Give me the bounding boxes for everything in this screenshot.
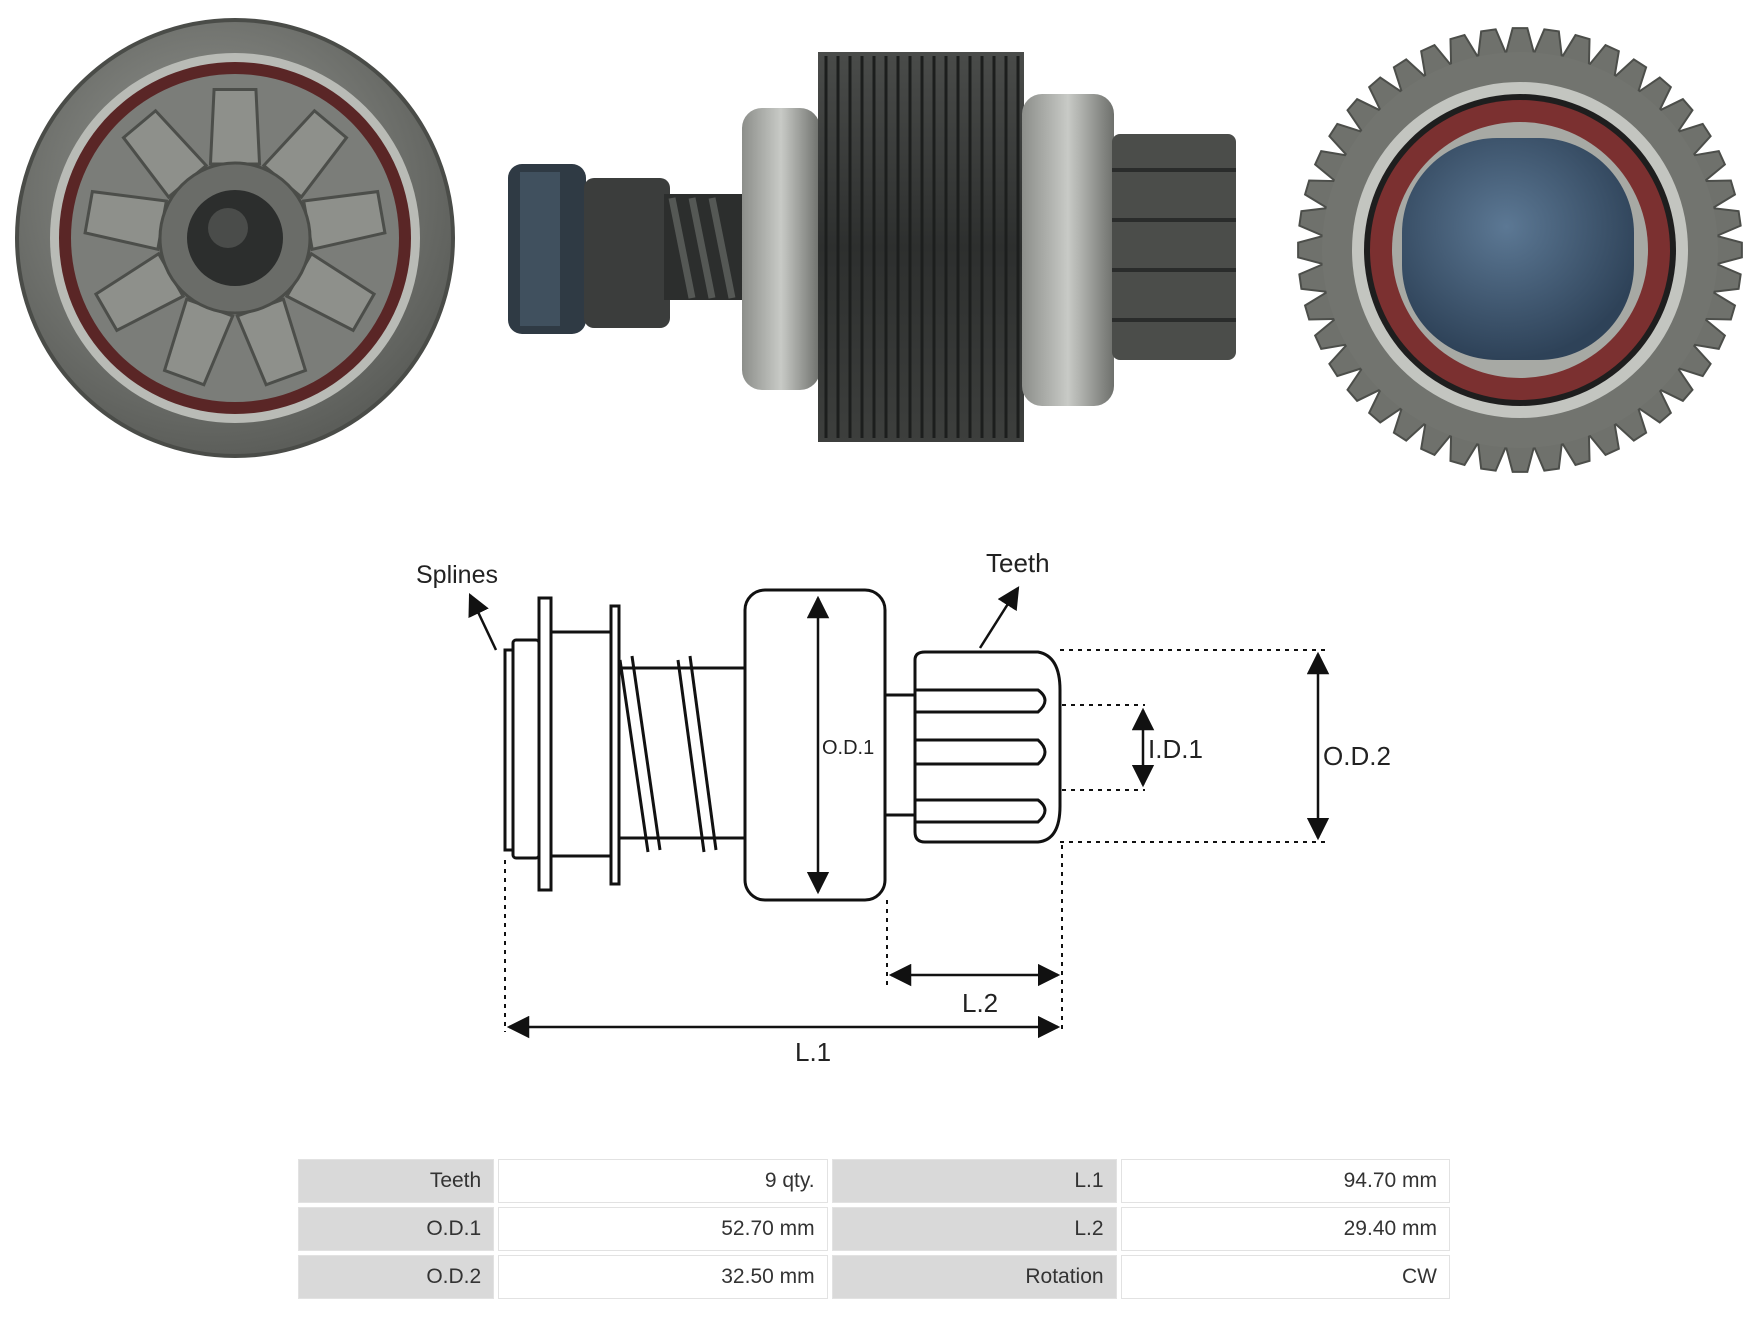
spec-value: 9 qty. bbox=[498, 1159, 828, 1203]
spec-value: 52.70 mm bbox=[498, 1207, 828, 1251]
gear-end-view-photo bbox=[1297, 27, 1743, 473]
dimension-diagram: Splines Teeth O.D.1 I.D.1 O.D.2 L.2 L.1 bbox=[416, 548, 1391, 1067]
spec-key: O.D.2 bbox=[298, 1255, 495, 1299]
spec-table: Teeth 9 qty. L.1 94.70 mm O.D.1 52.70 mm… bbox=[294, 1155, 1454, 1303]
spec-key: L.2 bbox=[831, 1207, 1117, 1251]
l1-label: L.1 bbox=[795, 1037, 831, 1067]
splines-label: Splines bbox=[416, 561, 498, 589]
table-row: O.D.2 32.50 mm Rotation CW bbox=[298, 1255, 1450, 1299]
teeth-label: Teeth bbox=[986, 548, 1050, 578]
product-photos bbox=[15, 18, 1743, 473]
l2-label: L.2 bbox=[962, 988, 998, 1018]
spec-key: O.D.1 bbox=[298, 1207, 495, 1251]
spec-value: 94.70 mm bbox=[1120, 1159, 1450, 1203]
spec-value: 32.50 mm bbox=[498, 1255, 828, 1299]
dimension-arrows bbox=[468, 586, 1330, 1039]
table-row: Teeth 9 qty. L.1 94.70 mm bbox=[298, 1159, 1450, 1203]
table-row: O.D.1 52.70 mm L.2 29.40 mm bbox=[298, 1207, 1450, 1251]
drive-outline bbox=[503, 588, 1062, 902]
id1-label: I.D.1 bbox=[1148, 734, 1203, 764]
guide-lines bbox=[504, 649, 1325, 1032]
pinion-end-view-photo bbox=[15, 18, 455, 458]
spec-key: Rotation bbox=[831, 1255, 1117, 1299]
side-view-photo bbox=[508, 52, 1236, 442]
spec-key: L.1 bbox=[831, 1159, 1117, 1203]
spec-value: CW bbox=[1120, 1255, 1450, 1299]
od1-label: O.D.1 bbox=[822, 737, 874, 759]
spec-value: 29.40 mm bbox=[1120, 1207, 1450, 1251]
spec-key: Teeth bbox=[298, 1159, 495, 1203]
od2-label: O.D.2 bbox=[1323, 741, 1391, 771]
